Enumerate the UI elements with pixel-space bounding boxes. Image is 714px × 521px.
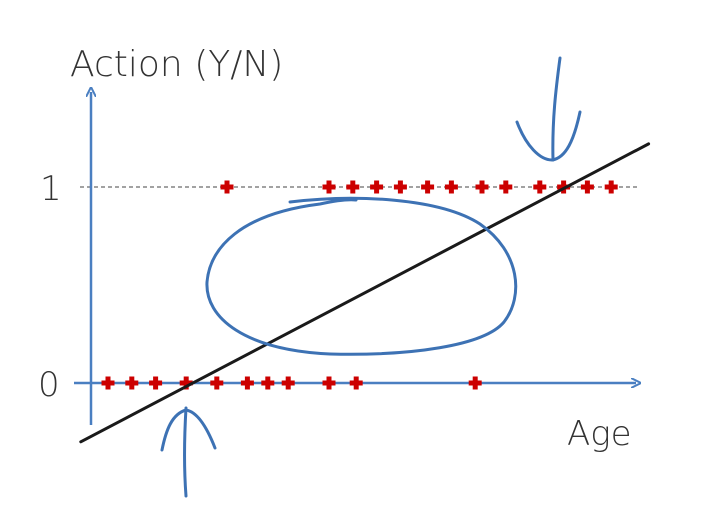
data-point — [101, 376, 115, 390]
data-point — [393, 180, 407, 194]
data-point — [149, 376, 163, 390]
x-axis-label: Age — [567, 414, 632, 454]
data-point — [281, 376, 295, 390]
data-point — [475, 180, 489, 194]
down-arrow-icon — [515, 56, 582, 162]
data-point — [220, 180, 234, 194]
data-point — [240, 376, 254, 390]
data-point — [533, 180, 547, 194]
data-point — [349, 376, 363, 390]
data-point — [322, 180, 336, 194]
y-axis-label: Action (Y/N) — [70, 44, 283, 85]
ellipse-annotation — [205, 196, 518, 356]
up-arrow-icon — [160, 406, 217, 498]
data-point — [179, 376, 193, 390]
data-point — [604, 180, 618, 194]
data-point — [210, 376, 224, 390]
fit-line — [79, 142, 651, 444]
data-point — [370, 180, 384, 194]
data-point — [499, 180, 513, 194]
y-tick-0: 0 — [38, 365, 60, 405]
data-point — [444, 180, 458, 194]
y-tick-1: 1 — [40, 169, 62, 209]
data-point — [346, 180, 360, 194]
data-markers — [101, 180, 618, 390]
data-point — [580, 180, 594, 194]
data-point — [125, 376, 139, 390]
data-point — [468, 376, 482, 390]
data-point — [322, 376, 336, 390]
data-point — [421, 180, 435, 194]
data-point — [261, 376, 275, 390]
